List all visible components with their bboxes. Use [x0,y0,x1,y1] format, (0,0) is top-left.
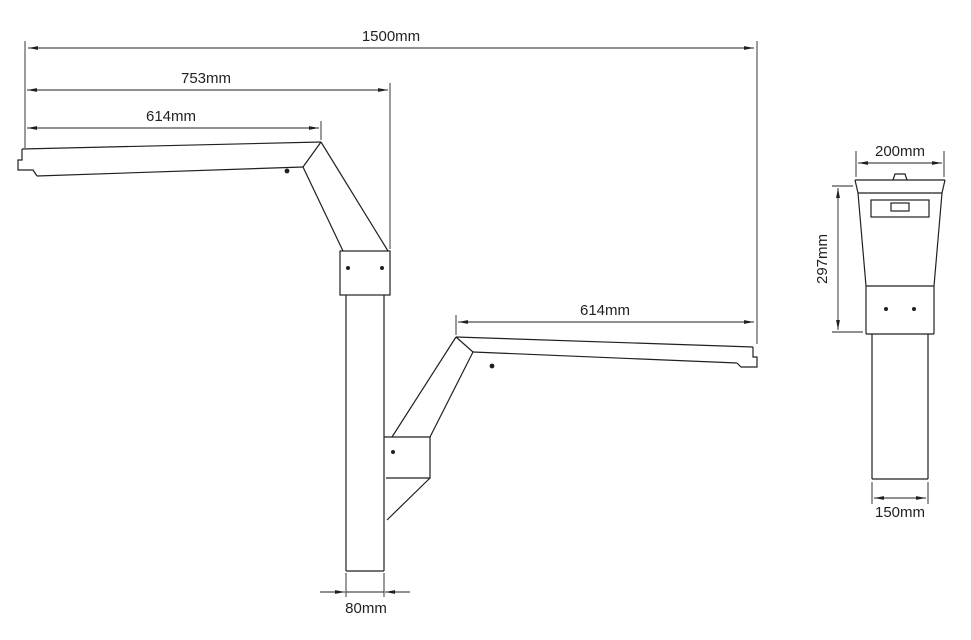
lower-arm-lamp-tip [736,347,758,368]
lower-arm-top-edge [455,336,754,348]
luminaire-head-side [854,173,946,480]
bracket-bolt-dot [391,450,395,454]
dim-label-lower-arm: 614mm [580,302,630,319]
dimension-pole-width: 80mm [320,573,410,617]
head-label-plate [890,202,910,212]
upper-arm-end-edge [302,141,322,168]
upper-arm-top-edge [21,141,322,150]
head-body-left [857,192,867,287]
dim-label-pole-width: 80mm [345,600,387,617]
side-view: 200mm 297mm [814,143,946,521]
lower-elbow-outer [391,336,457,438]
dim-label-arm-offset: 753mm [181,70,231,87]
head-top-tab [892,173,908,181]
dimension-head-width: 200mm [855,143,945,177]
head-plate-right [941,179,946,194]
coupler-bolt-dot [346,266,350,270]
lower-arm-bottom-edge [472,351,738,364]
head-window-panel [870,199,930,218]
upper-elbow-outer [320,141,389,252]
dimension-lower-arm: 614mm [455,302,754,335]
dim-label-upper-arm: 614mm [146,108,196,125]
pole-coupler [339,250,391,296]
mounting-hole-dot [489,363,495,369]
dimension-arm-offset: 753mm [27,70,391,249]
front-view: 1500mm 753mm 614mm [17,28,758,617]
dim-label-head-height: 297mm [814,234,831,284]
coupler-bolt-dot [380,266,384,270]
head-plate-left [854,179,859,194]
upper-arm [17,141,389,252]
dim-label-base-width: 150mm [875,504,925,521]
upper-elbow-inner [302,166,344,252]
dim-label-head-width: 200mm [875,143,925,160]
coupler-bolt-dot [912,307,916,311]
coupler-bolt-dot [884,307,888,311]
lower-elbow-inner [429,351,474,438]
upper-arm-lamp-tip [17,149,38,177]
arm-bracket [384,436,431,479]
upper-arm-bottom-edge [36,166,304,177]
mounting-hole-dot [284,168,290,174]
dimension-base-width: 150mm [871,482,929,521]
lower-arm-end-edge [455,336,474,353]
arm-bracket-gusset [386,477,431,521]
head-body-right [933,192,943,287]
dimension-upper-arm: 614mm [27,108,322,140]
dim-label-total-width: 1500mm [362,28,420,45]
dimension-head-height: 297mm [814,185,863,333]
pole [339,250,391,572]
lower-arm [384,336,758,521]
dimension-total-width: 1500mm [24,28,758,344]
